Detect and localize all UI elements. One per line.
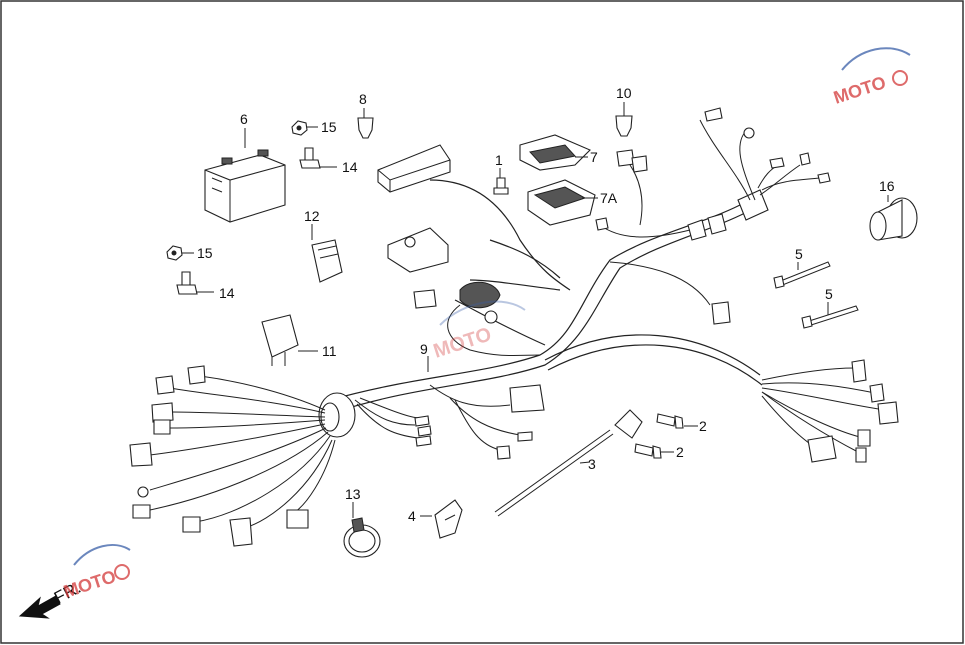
part-nut-upper bbox=[291, 120, 308, 136]
part-clip-8 bbox=[357, 117, 374, 139]
gear-icon bbox=[892, 70, 908, 86]
callout-5b: 5 bbox=[825, 286, 833, 302]
callout-14a: 14 bbox=[342, 159, 358, 175]
part-sensor-cable-3 bbox=[494, 409, 643, 517]
callout-11: 11 bbox=[322, 343, 337, 359]
callout-16: 16 bbox=[879, 178, 895, 194]
front-arrow-icon bbox=[18, 595, 61, 619]
callout-2b: 2 bbox=[676, 444, 684, 460]
harness-branches-upper bbox=[595, 107, 831, 325]
coil-connector bbox=[459, 281, 501, 309]
gear-icon bbox=[114, 564, 130, 580]
part-nut-lower bbox=[166, 245, 183, 261]
part-cdi bbox=[387, 227, 449, 273]
callout-3: 3 bbox=[588, 456, 596, 472]
callout-2a: 2 bbox=[699, 418, 707, 434]
part-screw-1 bbox=[493, 177, 509, 195]
part-regulator bbox=[527, 179, 596, 226]
part-fuse-box bbox=[377, 144, 451, 193]
callout-6: 6 bbox=[240, 111, 248, 127]
part-battery bbox=[204, 149, 286, 223]
callout-labels: 1 2 2 3 4 5 5 6 7 7A 8 9 10 11 12 13 14 … bbox=[197, 85, 895, 524]
part-bolt-lower bbox=[176, 271, 198, 295]
part-bolt-2-upper bbox=[656, 413, 684, 429]
connector-block bbox=[509, 384, 545, 413]
callout-4: 4 bbox=[408, 508, 416, 524]
callout-8: 8 bbox=[359, 91, 367, 107]
callout-10: 10 bbox=[616, 85, 632, 101]
part-horn-16 bbox=[869, 197, 918, 241]
part-plug-cap-4 bbox=[434, 499, 463, 539]
part-regulator-cover bbox=[519, 134, 591, 171]
callout-7: 7 bbox=[590, 149, 598, 165]
callout-9: 9 bbox=[420, 341, 428, 357]
part-bolt-upper bbox=[299, 147, 321, 169]
part-clip-10 bbox=[615, 115, 633, 137]
callout-7a: 7A bbox=[600, 190, 618, 206]
callout-14b: 14 bbox=[219, 285, 235, 301]
callout-1: 1 bbox=[495, 152, 503, 168]
callout-15a: 15 bbox=[321, 119, 337, 135]
callout-12: 12 bbox=[304, 208, 320, 224]
leader-lines bbox=[182, 102, 889, 518]
callout-13: 13 bbox=[345, 486, 361, 502]
harness-branches-left bbox=[129, 365, 336, 547]
part-cable-tie-upper bbox=[773, 261, 831, 289]
part-relay-12 bbox=[311, 239, 343, 283]
connector bbox=[155, 375, 175, 395]
harness-branches-middle bbox=[354, 384, 545, 460]
part-bolt-2-lower bbox=[634, 443, 662, 459]
callout-5a: 5 bbox=[795, 246, 803, 262]
part-hose-clamp-13 bbox=[343, 517, 381, 558]
harness-branches-right bbox=[761, 359, 899, 463]
part-cable-tie-lower bbox=[801, 305, 859, 329]
part-flasher-11 bbox=[261, 314, 299, 366]
callout-15b: 15 bbox=[197, 245, 213, 261]
harness-branches-regulator bbox=[413, 179, 571, 357]
